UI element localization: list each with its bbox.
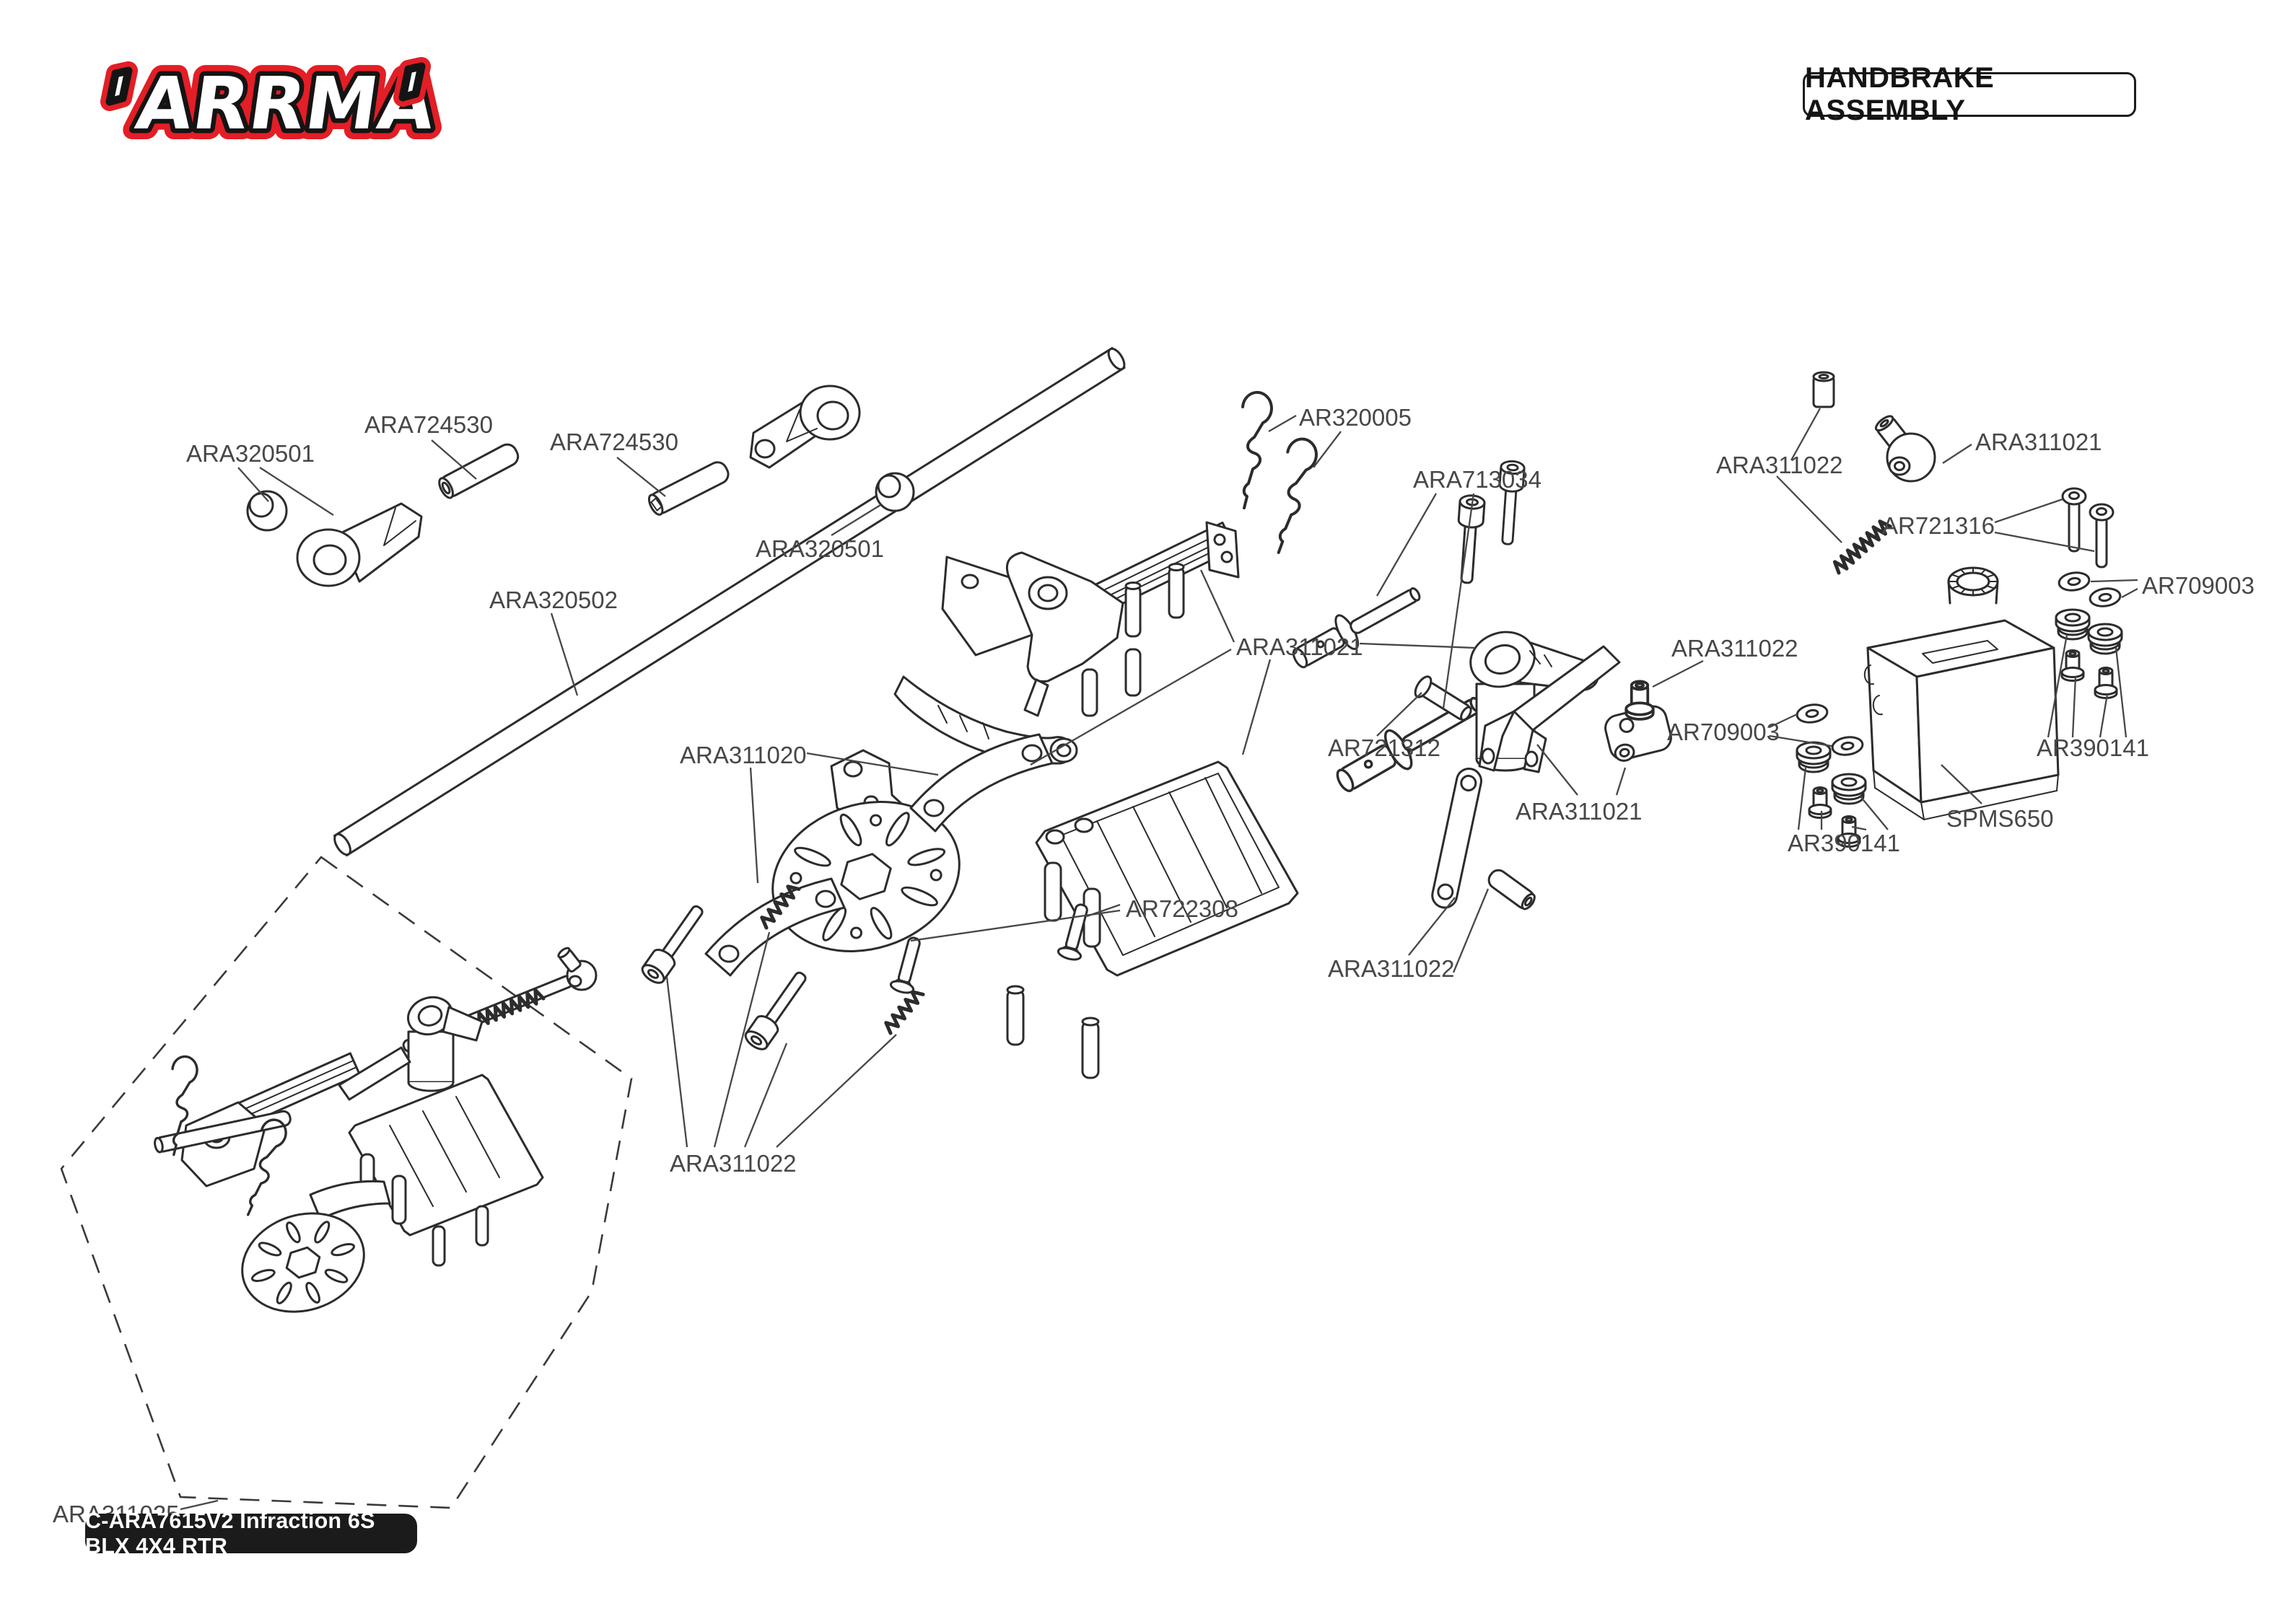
part-washer-l1	[1795, 701, 1829, 726]
part-flat-screw-2	[888, 934, 928, 996]
part-servo-screw-2	[2089, 503, 2115, 569]
part-label-ar390141-1: AR390141	[2037, 734, 2149, 761]
part-label-spms650: SPMS650	[1946, 805, 2054, 832]
part-label-ara311021-2: ARA311021	[1975, 429, 2102, 455]
part-label-ar709003-1: AR709003	[2142, 572, 2255, 599]
part-bushing-l1	[1808, 786, 1832, 819]
part-brake-pad-lower	[704, 877, 846, 977]
part-label-ar320005: AR320005	[1299, 404, 1412, 431]
part-washer-r2	[2088, 585, 2122, 610]
part-assembled-handbrake	[154, 947, 598, 1313]
part-stop-pin	[1812, 371, 1835, 408]
part-pad-screw-2	[741, 966, 814, 1054]
part-label-ar721312: AR721312	[1328, 734, 1440, 761]
part-handbrake-mount-assembly	[941, 521, 1240, 717]
assembled-unit-boundary	[60, 856, 633, 1509]
part-label-ara713034: ARA713034	[1413, 466, 1541, 493]
part-label-ara311022-2: ARA311022	[1671, 635, 1798, 662]
part-grommet-l2	[1831, 773, 1867, 805]
part-label-ara724530-1: ARA724530	[364, 411, 493, 438]
part-ball-joint	[1874, 415, 1936, 483]
part-servo-screw-1	[2061, 487, 2087, 553]
part-cap-screw-1	[1453, 493, 1487, 585]
part-label-ara320501-2: ARA320501	[756, 535, 884, 562]
part-washer-l2	[1830, 734, 1865, 758]
part-pad-spring-2	[883, 988, 924, 1034]
part-label-ara311020: ARA311020	[680, 742, 807, 768]
part-brake-pad-upper	[909, 733, 1054, 833]
model-badge-label: C-ARA7615V2 Infraction 6S BLX 4X4 RTR	[85, 1508, 375, 1558]
part-pivot-ball-a	[246, 490, 288, 532]
part-washer-r1	[2057, 569, 2091, 594]
part-pivot-ball-b	[875, 472, 915, 512]
part-label-ar722308: AR722308	[1126, 895, 1238, 922]
part-brake-lever	[1478, 645, 1621, 773]
part-body-clip-1	[1241, 390, 1273, 509]
arrma-logo-outline-black: ARRMA	[131, 61, 442, 145]
part-label-ara724530-2: ARA724530	[550, 429, 678, 455]
part-pivot-pin-b	[647, 461, 730, 516]
part-bushing-r2	[2094, 667, 2118, 699]
part-chassis-brace-lower	[1035, 760, 1299, 977]
part-label-ar709003-2: AR709003	[1667, 719, 1780, 745]
part-grommet-l1	[1796, 741, 1832, 773]
part-label-ar721316: AR721316	[1882, 512, 1995, 539]
part-pivot-block	[1604, 705, 1672, 762]
part-label-ara311021-1: ARA311021	[1236, 633, 1363, 660]
part-brake-link	[1431, 768, 1482, 909]
part-pivot-pin-a	[438, 443, 520, 499]
arrma-logo-tick-right	[393, 57, 431, 107]
part-label-ara311021-3: ARA311021	[1516, 798, 1643, 825]
part-handbrake-rod	[333, 347, 1126, 857]
part-bushing-r1	[2060, 649, 2085, 682]
part-label-ara311022-1: ARA311022	[1716, 452, 1843, 478]
part-pad-screw-1	[638, 900, 711, 988]
part-pin-ar721312	[1414, 675, 1472, 721]
arrma-logo: ARRMA ARRMA ARRMA	[100, 51, 452, 157]
part-label-ara320501-1: ARA320501	[186, 440, 315, 467]
part-brace-post-1	[1006, 985, 1025, 1046]
part-labels: ARA320501 ARA724530 ARA724530 ARA320501 …	[53, 404, 2255, 1527]
part-brace-post-2	[1081, 1017, 1100, 1079]
part-servo	[1863, 566, 2060, 820]
part-flanged-pin-1	[1285, 575, 1429, 678]
part-pivot-bushing	[1624, 680, 1655, 721]
part-label-ara311022-4: ARA311022	[670, 1150, 797, 1177]
part-label-ar390141-2: AR390141	[1788, 830, 1900, 856]
page-title: HANDBRAKE ASSEMBLY	[1805, 62, 1995, 126]
part-body-clip-2	[1275, 436, 1320, 557]
model-badge: C-ARA7615V2 Infraction 6S BLX 4X4 RTR	[85, 1509, 417, 1558]
part-label-ara320502: ARA320502	[489, 587, 618, 613]
part-rod-end-b	[749, 385, 861, 469]
part-rod-end-a	[296, 502, 423, 587]
part-grommet-r1	[2055, 608, 2091, 641]
leader-lines	[180, 408, 2138, 1511]
page-title-box: HANDBRAKE ASSEMBLY	[1803, 62, 2136, 126]
arrma-logo-tick-left	[100, 61, 138, 111]
part-link-pin	[1487, 869, 1536, 910]
part-label-ara311022-3: ARA311022	[1328, 955, 1455, 982]
arrma-logo-face: ARRMA	[131, 61, 442, 145]
